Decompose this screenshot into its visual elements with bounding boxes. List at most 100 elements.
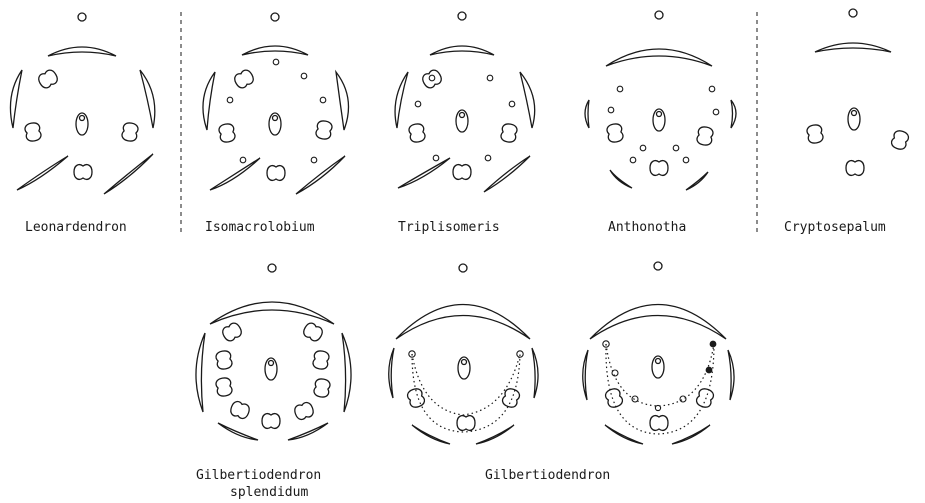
petal-top (396, 305, 530, 340)
stamen (606, 123, 624, 143)
staminode-arc-outer (606, 344, 714, 434)
ovule (80, 116, 85, 121)
staminode (655, 405, 660, 410)
label-anthonotha: Anthonotha (608, 220, 686, 235)
ovule (460, 113, 465, 118)
stamen (302, 321, 325, 343)
stamen (408, 123, 426, 143)
stamen (696, 126, 714, 146)
petal-top (606, 49, 712, 66)
pistil (269, 113, 281, 135)
petal-bottom-left (17, 156, 68, 190)
petal-left (583, 350, 588, 400)
diagram-leonardendron: Leonardendron (10, 13, 154, 235)
ovule (852, 111, 857, 116)
staminode (673, 145, 679, 151)
petal-top (210, 302, 334, 324)
petal-top (430, 46, 494, 55)
staminode (485, 155, 491, 161)
petal-left (395, 72, 408, 128)
axis-mark (459, 264, 467, 272)
stamen (650, 161, 668, 176)
pistil (652, 356, 664, 378)
staminode (227, 97, 233, 103)
staminode (710, 341, 716, 347)
staminode-arc-outer (412, 354, 520, 432)
petal-right (532, 348, 538, 398)
diagram-gilbertiodendron-a: Gilbertiodendron (389, 264, 610, 483)
staminode (713, 109, 719, 115)
petal-bottom-right (484, 156, 530, 192)
staminode (487, 75, 493, 81)
petal-bottom-right (296, 156, 345, 194)
diagram-gilbertiodendron-splendidum: Gilbertiodendron splendidum (196, 264, 351, 500)
petal-bottom-right (476, 425, 514, 444)
stamen (37, 68, 60, 90)
staminode (680, 396, 686, 402)
petal-bottom-left (210, 158, 260, 190)
stamen (315, 120, 333, 140)
staminode (240, 157, 246, 163)
diagram-anthonotha: Anthonotha (585, 11, 736, 235)
staminode (273, 59, 279, 65)
staminode (632, 396, 638, 402)
petal-left (10, 70, 22, 128)
staminode (415, 101, 421, 107)
petal-right (520, 72, 535, 128)
petal-top (48, 47, 116, 56)
stamen (421, 68, 444, 90)
label-isomacrolobium: Isomacrolobium (205, 220, 315, 235)
petal-bottom-left (398, 158, 450, 188)
petal-top (815, 43, 891, 52)
ovule (657, 112, 662, 117)
stamen (229, 400, 251, 420)
stamen (121, 122, 139, 142)
diagram-cryptosepalum: Cryptosepalum (784, 9, 910, 235)
petal-left (585, 100, 589, 128)
petal-bottom-right (104, 154, 153, 194)
axis-mark (78, 13, 86, 21)
stamen (267, 166, 285, 181)
stamen (695, 387, 715, 409)
staminode (617, 86, 623, 92)
staminode (517, 351, 523, 357)
staminode (709, 86, 715, 92)
staminode (301, 73, 307, 79)
axis-mark (655, 11, 663, 19)
staminode (640, 145, 646, 151)
label-gilbertiodendron: Gilbertiodendron (485, 468, 610, 483)
staminode (612, 370, 618, 376)
stamen (215, 350, 233, 370)
stamen (24, 122, 42, 142)
petal-right (342, 333, 351, 412)
diagram-isomacrolobium: Isomacrolobium (203, 13, 349, 235)
ovule (462, 360, 467, 365)
staminode (311, 157, 317, 163)
ovule (273, 116, 278, 121)
stamen (233, 68, 256, 90)
pistil (76, 113, 88, 135)
stamen (846, 161, 864, 176)
label-gilbertiodendron-splendidum-1: Gilbertiodendron (196, 468, 321, 483)
stamen (312, 350, 330, 370)
stamen (650, 416, 668, 431)
petal-right (336, 72, 349, 130)
stamen (890, 129, 910, 151)
petal-bottom-right (686, 172, 708, 190)
ovule (656, 359, 661, 364)
pistil (848, 108, 860, 130)
staminode (509, 101, 515, 107)
stamen (74, 165, 92, 180)
petal-left (203, 72, 215, 130)
axis-mark (654, 262, 662, 270)
axis-mark (268, 264, 276, 272)
petal-bottom-right (672, 425, 710, 444)
staminode (320, 97, 326, 103)
stamen (453, 165, 471, 180)
stamen (313, 378, 331, 398)
stamen (457, 416, 475, 431)
stamen (604, 387, 624, 409)
staminode (429, 75, 435, 81)
pistil (265, 358, 277, 380)
staminode (433, 155, 439, 161)
